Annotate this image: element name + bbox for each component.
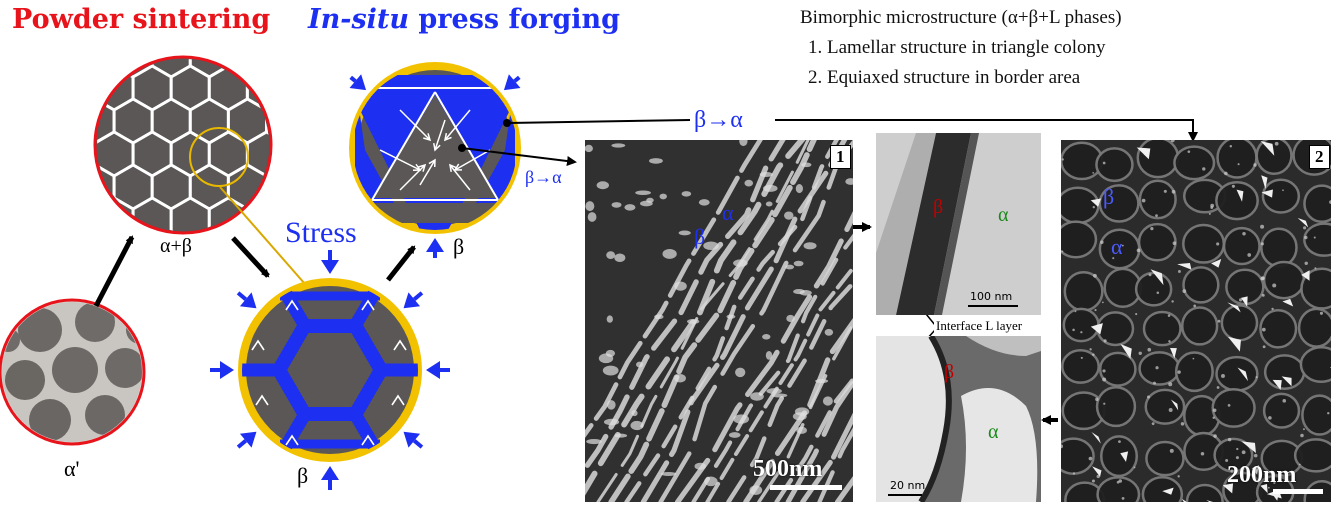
powder-sintering-heading: Powder sintering [12,4,271,35]
tem-bottom-beta: β [944,361,955,383]
beta-to-alpha-small-label: β→α [525,167,562,187]
panel-2-beta: β [1103,184,1115,209]
stress-arrows [210,250,450,490]
interface-layer-label: Interface L layer [934,318,1025,333]
microstructure-item-1: 1. Lamellar structure in triangle colony [808,37,1106,58]
microstructure-title: Bimorphic microstructure (α+β+L phases) [800,7,1122,28]
alpha-prime-label: α' [64,456,80,481]
microstructure-item-2: 2. Equiaxed structure in border area [808,67,1081,88]
lamellar-texture [585,140,853,502]
alpha-prime-microstructure [0,298,146,446]
tem-panel-top: β α 100 nm [876,133,1041,315]
panel-2-scale-text: 200nm [1227,462,1297,488]
equiaxed-texture [1061,140,1331,502]
beta-bottom-label: β [297,463,309,488]
panel-1-beta: β [694,224,706,249]
alpha-beta-label: α+β [160,235,192,257]
panel-1-scale-bar [770,485,842,490]
tem-top-scale-bar [968,305,1018,307]
beta-to-alpha-top-label: β→α [694,107,743,133]
tem-bottom-alpha: α [988,421,999,443]
panel-2-scale-bar [1273,489,1323,494]
beta-top-label: β [453,234,465,259]
tem-top-beta: β [933,196,944,218]
tem-bottom-scale-bar [888,494,922,496]
insitu-forging-heading: In-situ press forging [308,6,620,33]
tem-top-texture [876,133,1041,315]
forged-triangle-structure [349,62,521,234]
stress-label: Stress [285,216,357,249]
tem-bottom-scale-text: 20 nm [890,479,926,492]
panel-1-label: 1 [830,145,851,169]
insitu-italic: In-situ [308,4,410,35]
press-forging-text: press forging [409,4,621,35]
sem-panel-lamellar: 1 β α 500nm [585,140,853,502]
panel-2-alpha: α [1111,234,1123,259]
tem-panel-bottom: β α 20 nm [876,336,1041,502]
panel-2-label: 2 [1309,145,1330,169]
stress-hexagon-structure [238,278,422,462]
panel-1-scale-text: 500nm [753,456,823,482]
tem-top-alpha: α [998,204,1009,226]
sem-panel-equiaxed: 2 β α 200nm [1061,140,1331,502]
panel-1-alpha: α [722,200,734,225]
tem-bottom-texture [876,336,1041,502]
tem-top-scale-text: 100 nm [970,290,1013,303]
forging-arrows [349,74,521,258]
